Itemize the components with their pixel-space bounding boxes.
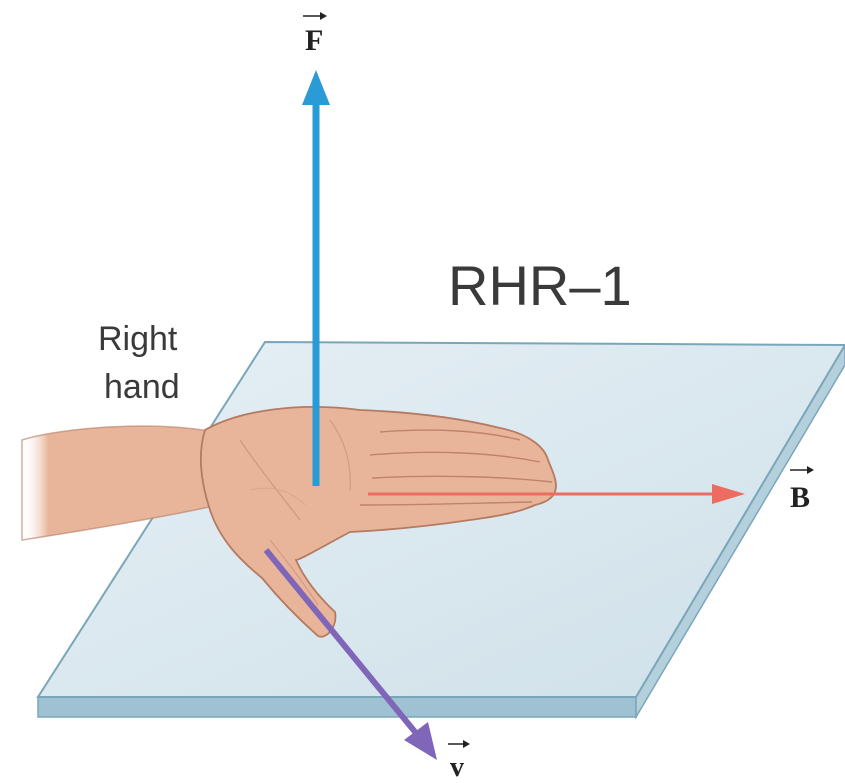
force-arrowhead: [302, 70, 330, 105]
field-label: B: [790, 466, 814, 514]
thumb-crease: [269, 539, 319, 606]
force-label: F: [303, 12, 327, 57]
velocity-label-overarrow-head: [463, 740, 470, 748]
field-label-overarrow-head: [807, 466, 814, 474]
hand-label-line2: hand: [104, 368, 180, 406]
palm-crease-1: [239, 439, 301, 521]
finger-line-4: [359, 501, 533, 506]
velocity-arrow-shaft: [263, 548, 423, 740]
finger-line-2: [369, 451, 541, 463]
palm-crease-3: [329, 419, 351, 491]
force-label-text: F: [305, 24, 323, 57]
velocity-arrowhead: [404, 722, 437, 760]
velocity-label: v: [448, 740, 470, 783]
diagram-title: RHR–1: [448, 254, 632, 317]
velocity-label-text: v: [450, 752, 464, 783]
field-label-text: B: [790, 481, 810, 514]
force-label-overarrow-head: [320, 12, 327, 20]
plane-side-front: [37, 696, 637, 718]
field-arrowhead: [712, 484, 745, 504]
velocity-vector: [263, 548, 437, 760]
palm-crease-2: [249, 487, 306, 506]
hand-label-line1: Right: [98, 320, 178, 358]
force-vector: [302, 70, 330, 486]
field-vector: [368, 484, 745, 504]
finger-line-3: [371, 475, 553, 483]
finger-line-1: [379, 429, 521, 441]
